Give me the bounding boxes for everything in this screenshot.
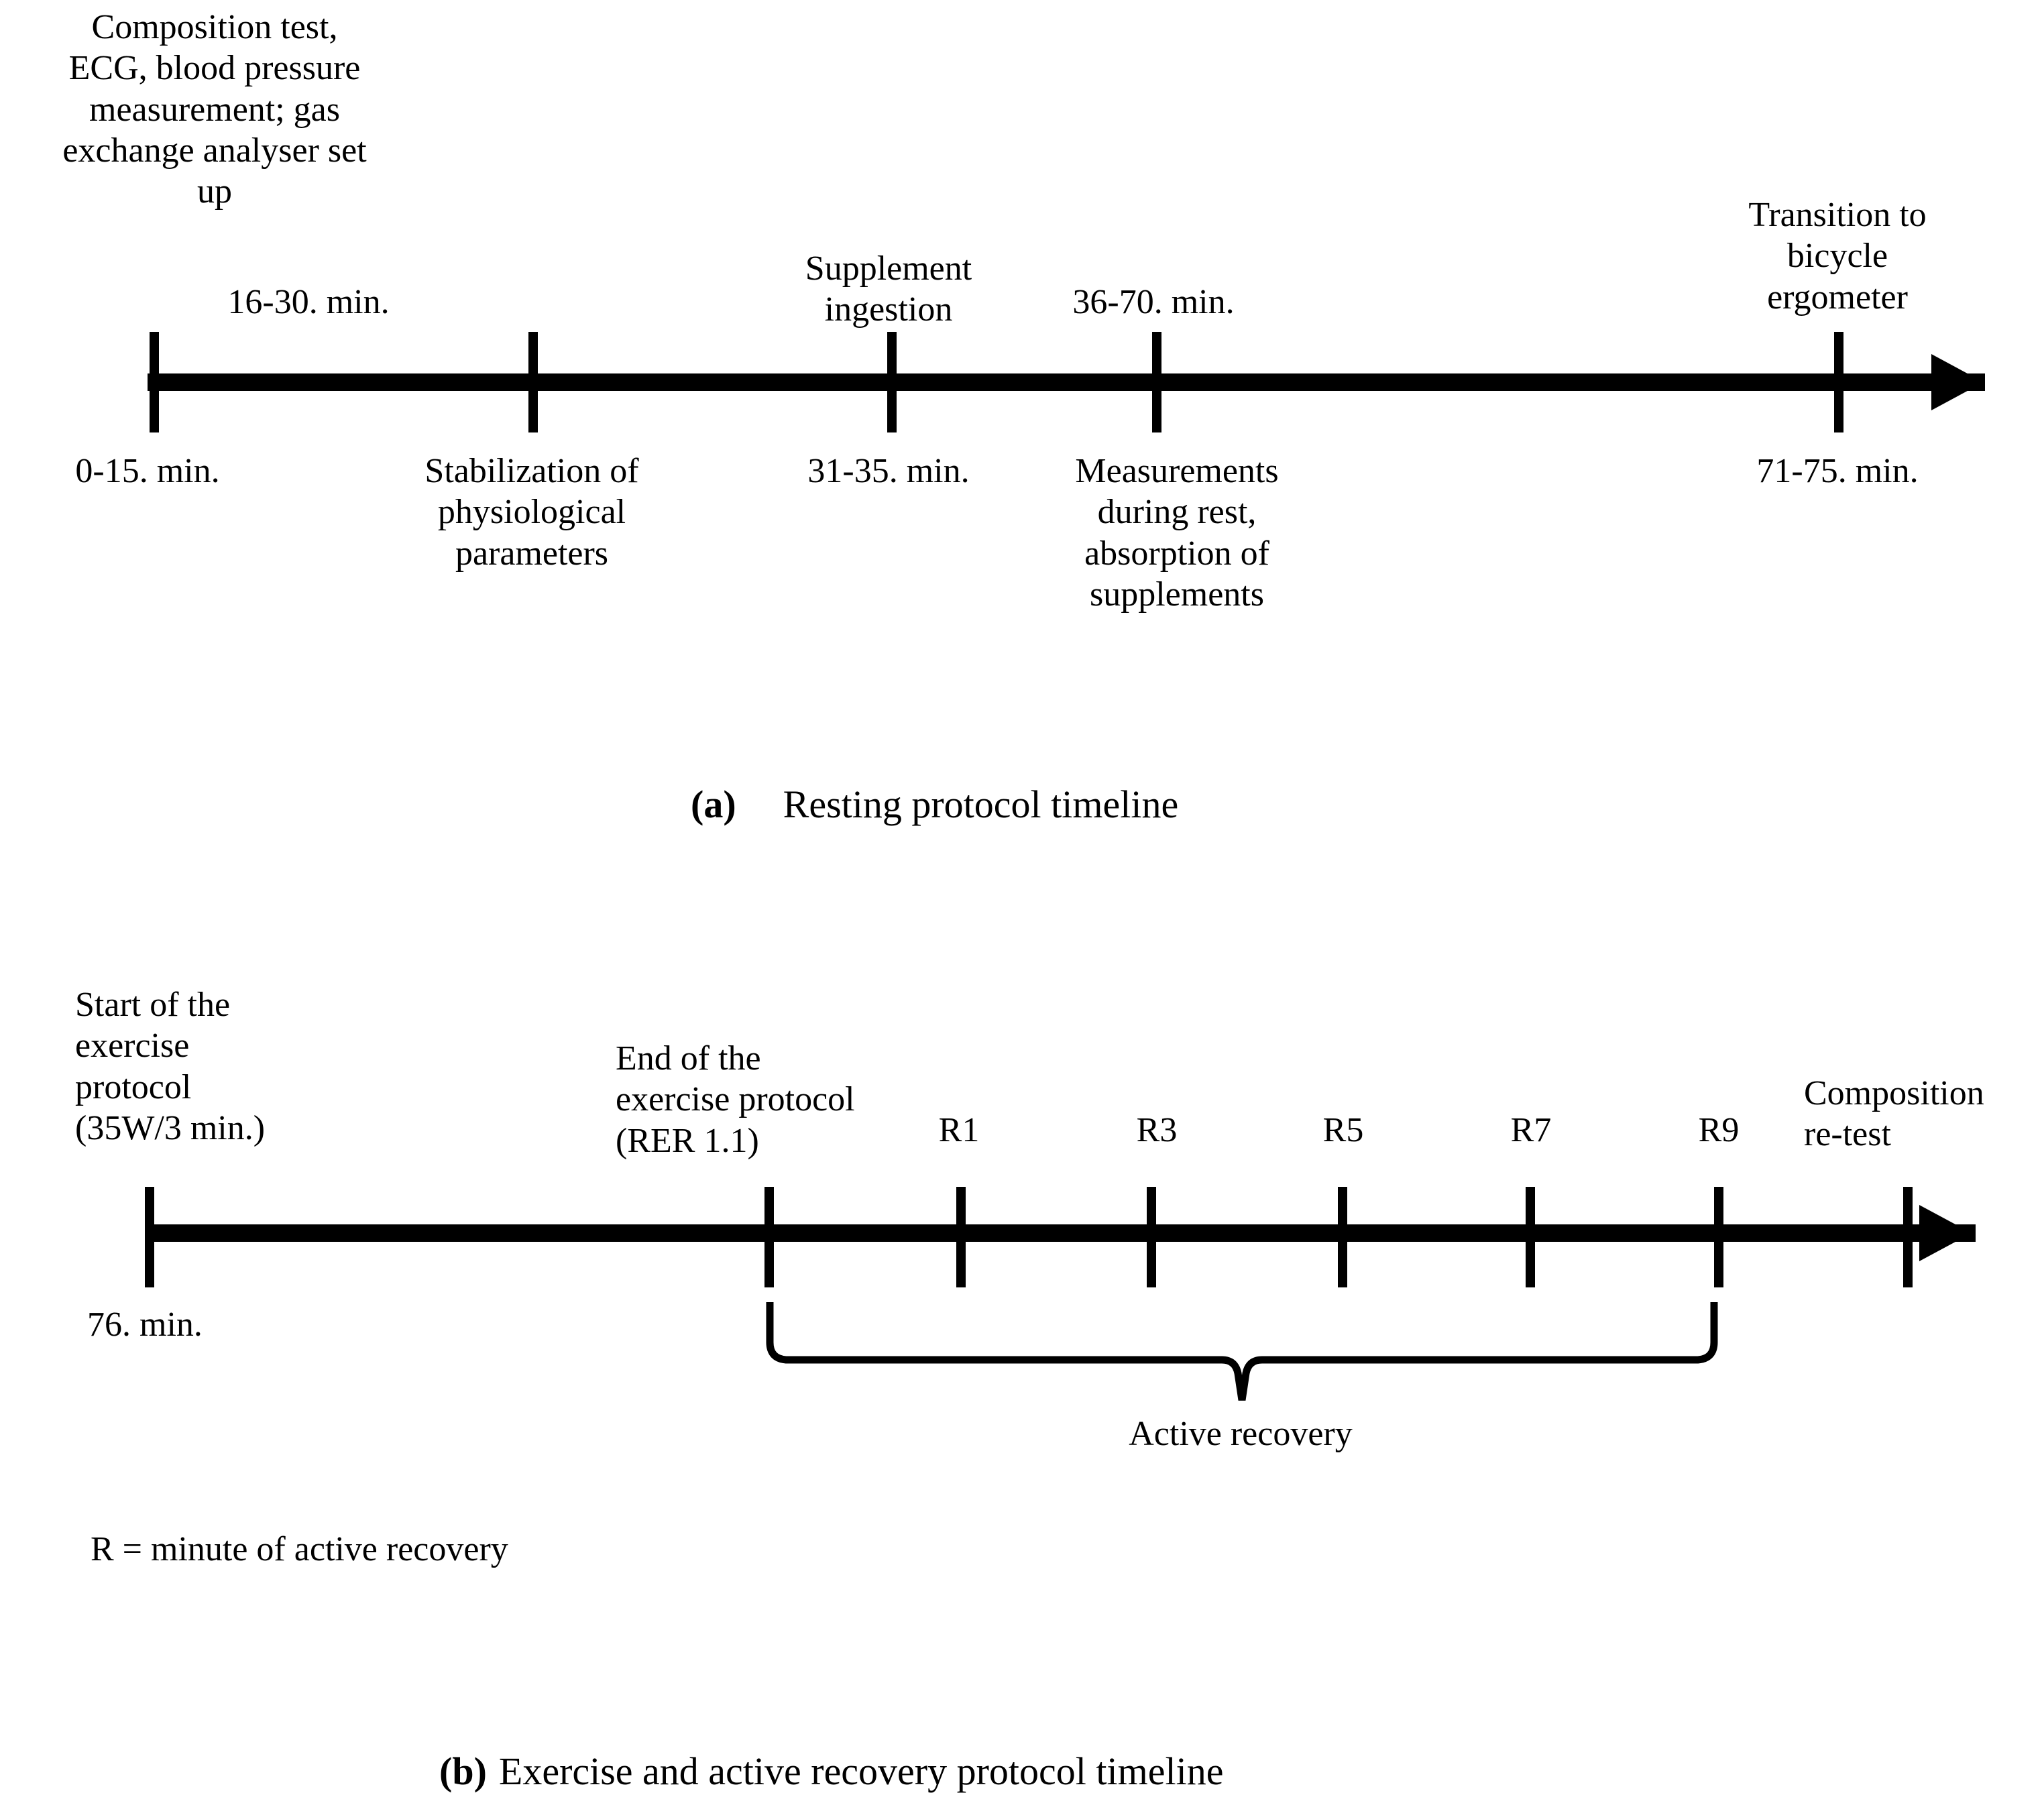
caption-b-text: Exercise and active recovery protocol ti… xyxy=(498,1749,1224,1794)
timeline-b-tick-6-ext xyxy=(1526,1187,1535,1287)
timeline-b-tick-7-ext xyxy=(1714,1187,1723,1287)
label-measurements-rest: Measurements during rest, absorption of … xyxy=(1075,452,1279,614)
timeline-a-tick-4 xyxy=(1152,332,1161,432)
label-min-76: 76. min. xyxy=(87,1306,203,1344)
timeline-b-tick-8-ext xyxy=(1903,1187,1913,1287)
label-start-exercise-protocol: Start of the exercise protocol (35W/3 mi… xyxy=(75,986,266,1148)
label-r1: R1 xyxy=(938,1111,980,1149)
label-min-71-75: 71-75. min. xyxy=(1756,452,1919,490)
caption-a-marker: (a) xyxy=(691,783,736,827)
label-supplement-ingestion: Supplement ingestion xyxy=(805,249,972,329)
timeline-a-tick-2 xyxy=(528,332,538,432)
timeline-b-tick-4-ext xyxy=(1147,1187,1156,1287)
label-active-recovery: Active recovery xyxy=(1129,1415,1353,1453)
label-r9: R9 xyxy=(1698,1111,1740,1149)
timeline-b-tick-5-ext xyxy=(1338,1187,1347,1287)
label-min-16-30: 16-30. min. xyxy=(227,283,390,321)
timeline-a-arrowhead xyxy=(1931,354,1984,410)
label-r7: R7 xyxy=(1510,1111,1552,1149)
timeline-b-arrowhead xyxy=(1919,1205,1972,1261)
label-r5: R5 xyxy=(1322,1111,1364,1149)
label-min-31-35: 31-35. min. xyxy=(807,452,970,490)
timeline-a-tick-3 xyxy=(887,332,897,432)
timeline-b-tick-1-ext xyxy=(145,1187,154,1287)
timeline-b-tick-3-ext xyxy=(956,1187,966,1287)
timeline-a-axis xyxy=(148,373,1985,391)
active-recovery-brace xyxy=(738,1301,1744,1401)
caption-b-marker: (b) xyxy=(439,1749,487,1794)
timeline-b-tick-2-ext xyxy=(764,1187,774,1287)
label-stabilization: Stabilization of physiological parameter… xyxy=(424,452,639,573)
label-r3: R3 xyxy=(1136,1111,1178,1149)
timeline-b-axis xyxy=(145,1224,1976,1242)
label-transition-to-bicycle: Transition to bicycle ergometer xyxy=(1748,196,1927,316)
label-composition-test: Composition test, ECG, blood pressure me… xyxy=(62,8,367,211)
legend-note-r: R = minute of active recovery xyxy=(91,1530,508,1568)
timeline-a-tick-1 xyxy=(150,332,159,432)
label-composition-re-test: Composition re-test xyxy=(1804,1074,1984,1154)
caption-a-text: Resting protocol timeline xyxy=(783,783,1179,827)
label-min-0-15: 0-15. min. xyxy=(75,452,220,490)
label-min-36-70: 36-70. min. xyxy=(1072,283,1235,321)
timeline-a-tick-5 xyxy=(1834,332,1843,432)
label-end-exercise-protocol: End of the exercise protocol (RER 1.1) xyxy=(616,1039,855,1160)
